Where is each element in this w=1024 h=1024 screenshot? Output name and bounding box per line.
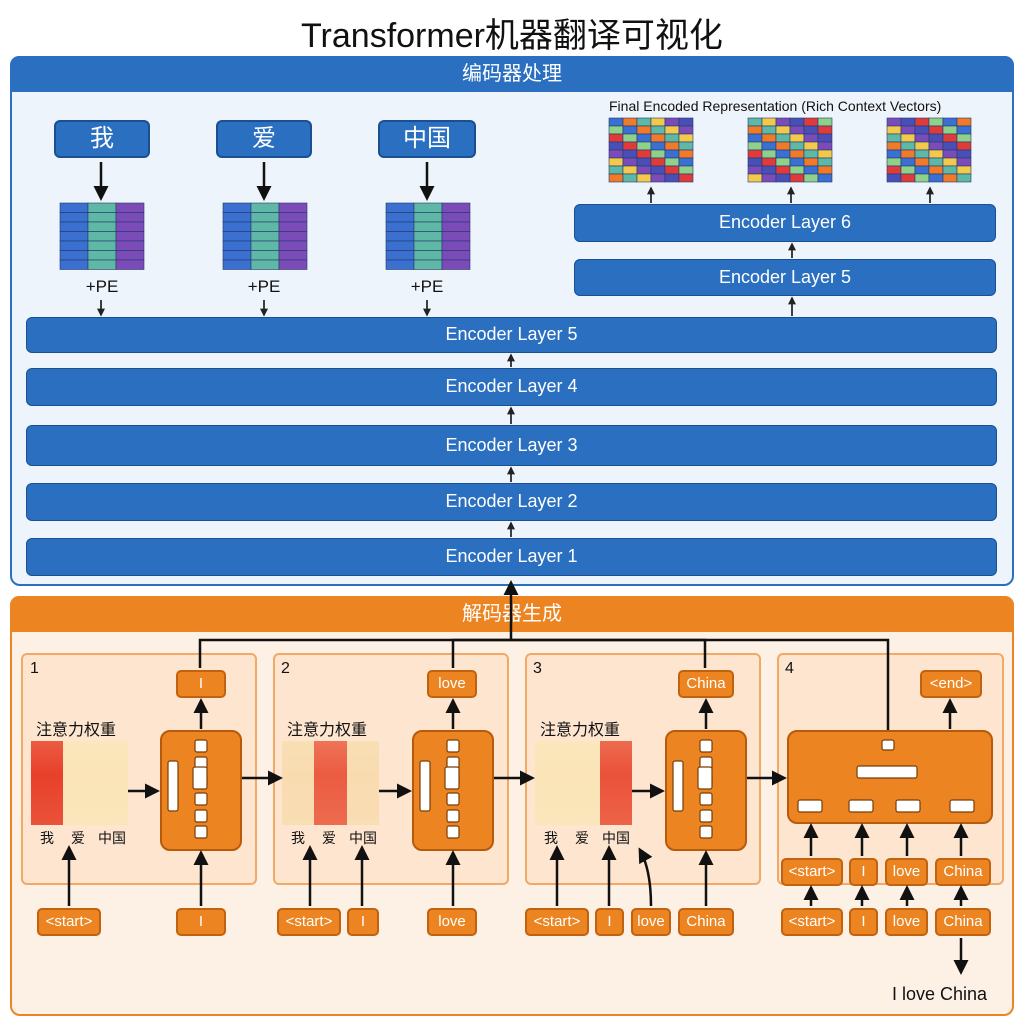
attention-cell-1-3 [96,741,128,825]
input-token-3-2: I [595,908,624,936]
input-token-4-upper-4: China [935,858,991,886]
attention-heatmap-3 [535,741,632,825]
input-token-1-1: <start> [37,908,101,936]
attention-cell-1-1 [31,741,63,825]
attention-heatmap-1 [31,741,128,825]
attention-cell-3-1 [535,741,567,825]
decoder-header: 解码器生成 [10,596,1014,632]
input-token-wo: 我 [54,120,150,158]
attention-label-3: 注意力权重 [540,722,621,739]
input-token-2-2: I [347,908,379,936]
attention-xlabel-3-1: 我 [544,830,558,846]
pe-label-1: +PE [85,277,119,296]
output-token-1: I [176,670,226,698]
step-number-1: 1 [30,660,39,677]
decoder-block-3 [665,730,747,851]
encoder-layer-5-side: Encoder Layer 5 [574,259,996,296]
attention-xlabel-2-1: 我 [291,830,305,846]
final-translation: I love China [892,984,988,1004]
attention-label-1: 注意力权重 [36,722,117,739]
input-token-3-3: love [631,908,671,936]
input-token-2-3: love [427,908,477,936]
attention-label-2: 注意力权重 [287,722,368,739]
encoder-layer-1: Encoder Layer 1 [26,538,997,576]
attention-cell-2-1 [282,741,314,825]
input-token-4-upper-1: <start> [781,858,843,886]
encoder-layer-6-side: Encoder Layer 6 [574,204,996,242]
decoder-block-4 [787,730,993,824]
input-token-1-2: I [176,908,226,936]
output-token-3: China [678,670,734,698]
attention-cell-1-2 [63,741,96,825]
encoder-layer-4: Encoder Layer 4 [26,368,997,406]
pe-label-3: +PE [410,277,444,296]
input-token-4-3: love [885,908,928,936]
input-token-2-1: <start> [277,908,341,936]
attention-xlabel-3-2: 爱 [575,830,589,846]
attention-heatmap-2 [282,741,379,825]
decoder-block-1 [160,730,242,851]
pe-label-2: +PE [247,277,281,296]
input-token-4-4: China [935,908,991,936]
output-token-4: <end> [920,670,982,698]
input-token-4-1: <start> [781,908,843,936]
attention-xlabel-1-3: 中国 [98,830,126,846]
attention-cell-2-2 [314,741,347,825]
attention-xlabel-1-1: 我 [40,830,54,846]
page-title: Transformer机器翻译可视化 [301,17,723,55]
input-token-ai: 爱 [216,120,312,158]
encoder-layer-2: Encoder Layer 2 [26,483,997,521]
input-token-zhongguo: 中国 [378,120,476,158]
attention-xlabel-3-3: 中国 [602,830,630,846]
encoder-layer-5: Encoder Layer 5 [26,317,997,353]
input-token-4-2: I [849,908,878,936]
encoder-layer-3: Encoder Layer 3 [26,425,997,466]
attention-cell-3-2 [567,741,600,825]
input-token-3-1: <start> [525,908,589,936]
input-token-4-upper-2: I [849,858,878,886]
encoder-header: 编码器处理 [10,56,1014,92]
input-token-4-upper-3: love [885,858,928,886]
final-encoded-label: Final Encoded Representation (Rich Conte… [609,98,942,114]
attention-cell-3-3 [600,741,632,825]
output-token-2: love [427,670,477,698]
decoder-block-2 [412,730,494,851]
attention-xlabel-1-2: 爱 [71,830,85,846]
attention-xlabel-2-2: 爱 [322,830,336,846]
input-token-3-4: China [678,908,734,936]
step-number-2: 2 [281,660,290,677]
attention-xlabel-2-3: 中国 [349,830,377,846]
attention-cell-2-3 [347,741,379,825]
step-number-3: 3 [533,660,542,677]
step-number-4: 4 [785,660,794,677]
